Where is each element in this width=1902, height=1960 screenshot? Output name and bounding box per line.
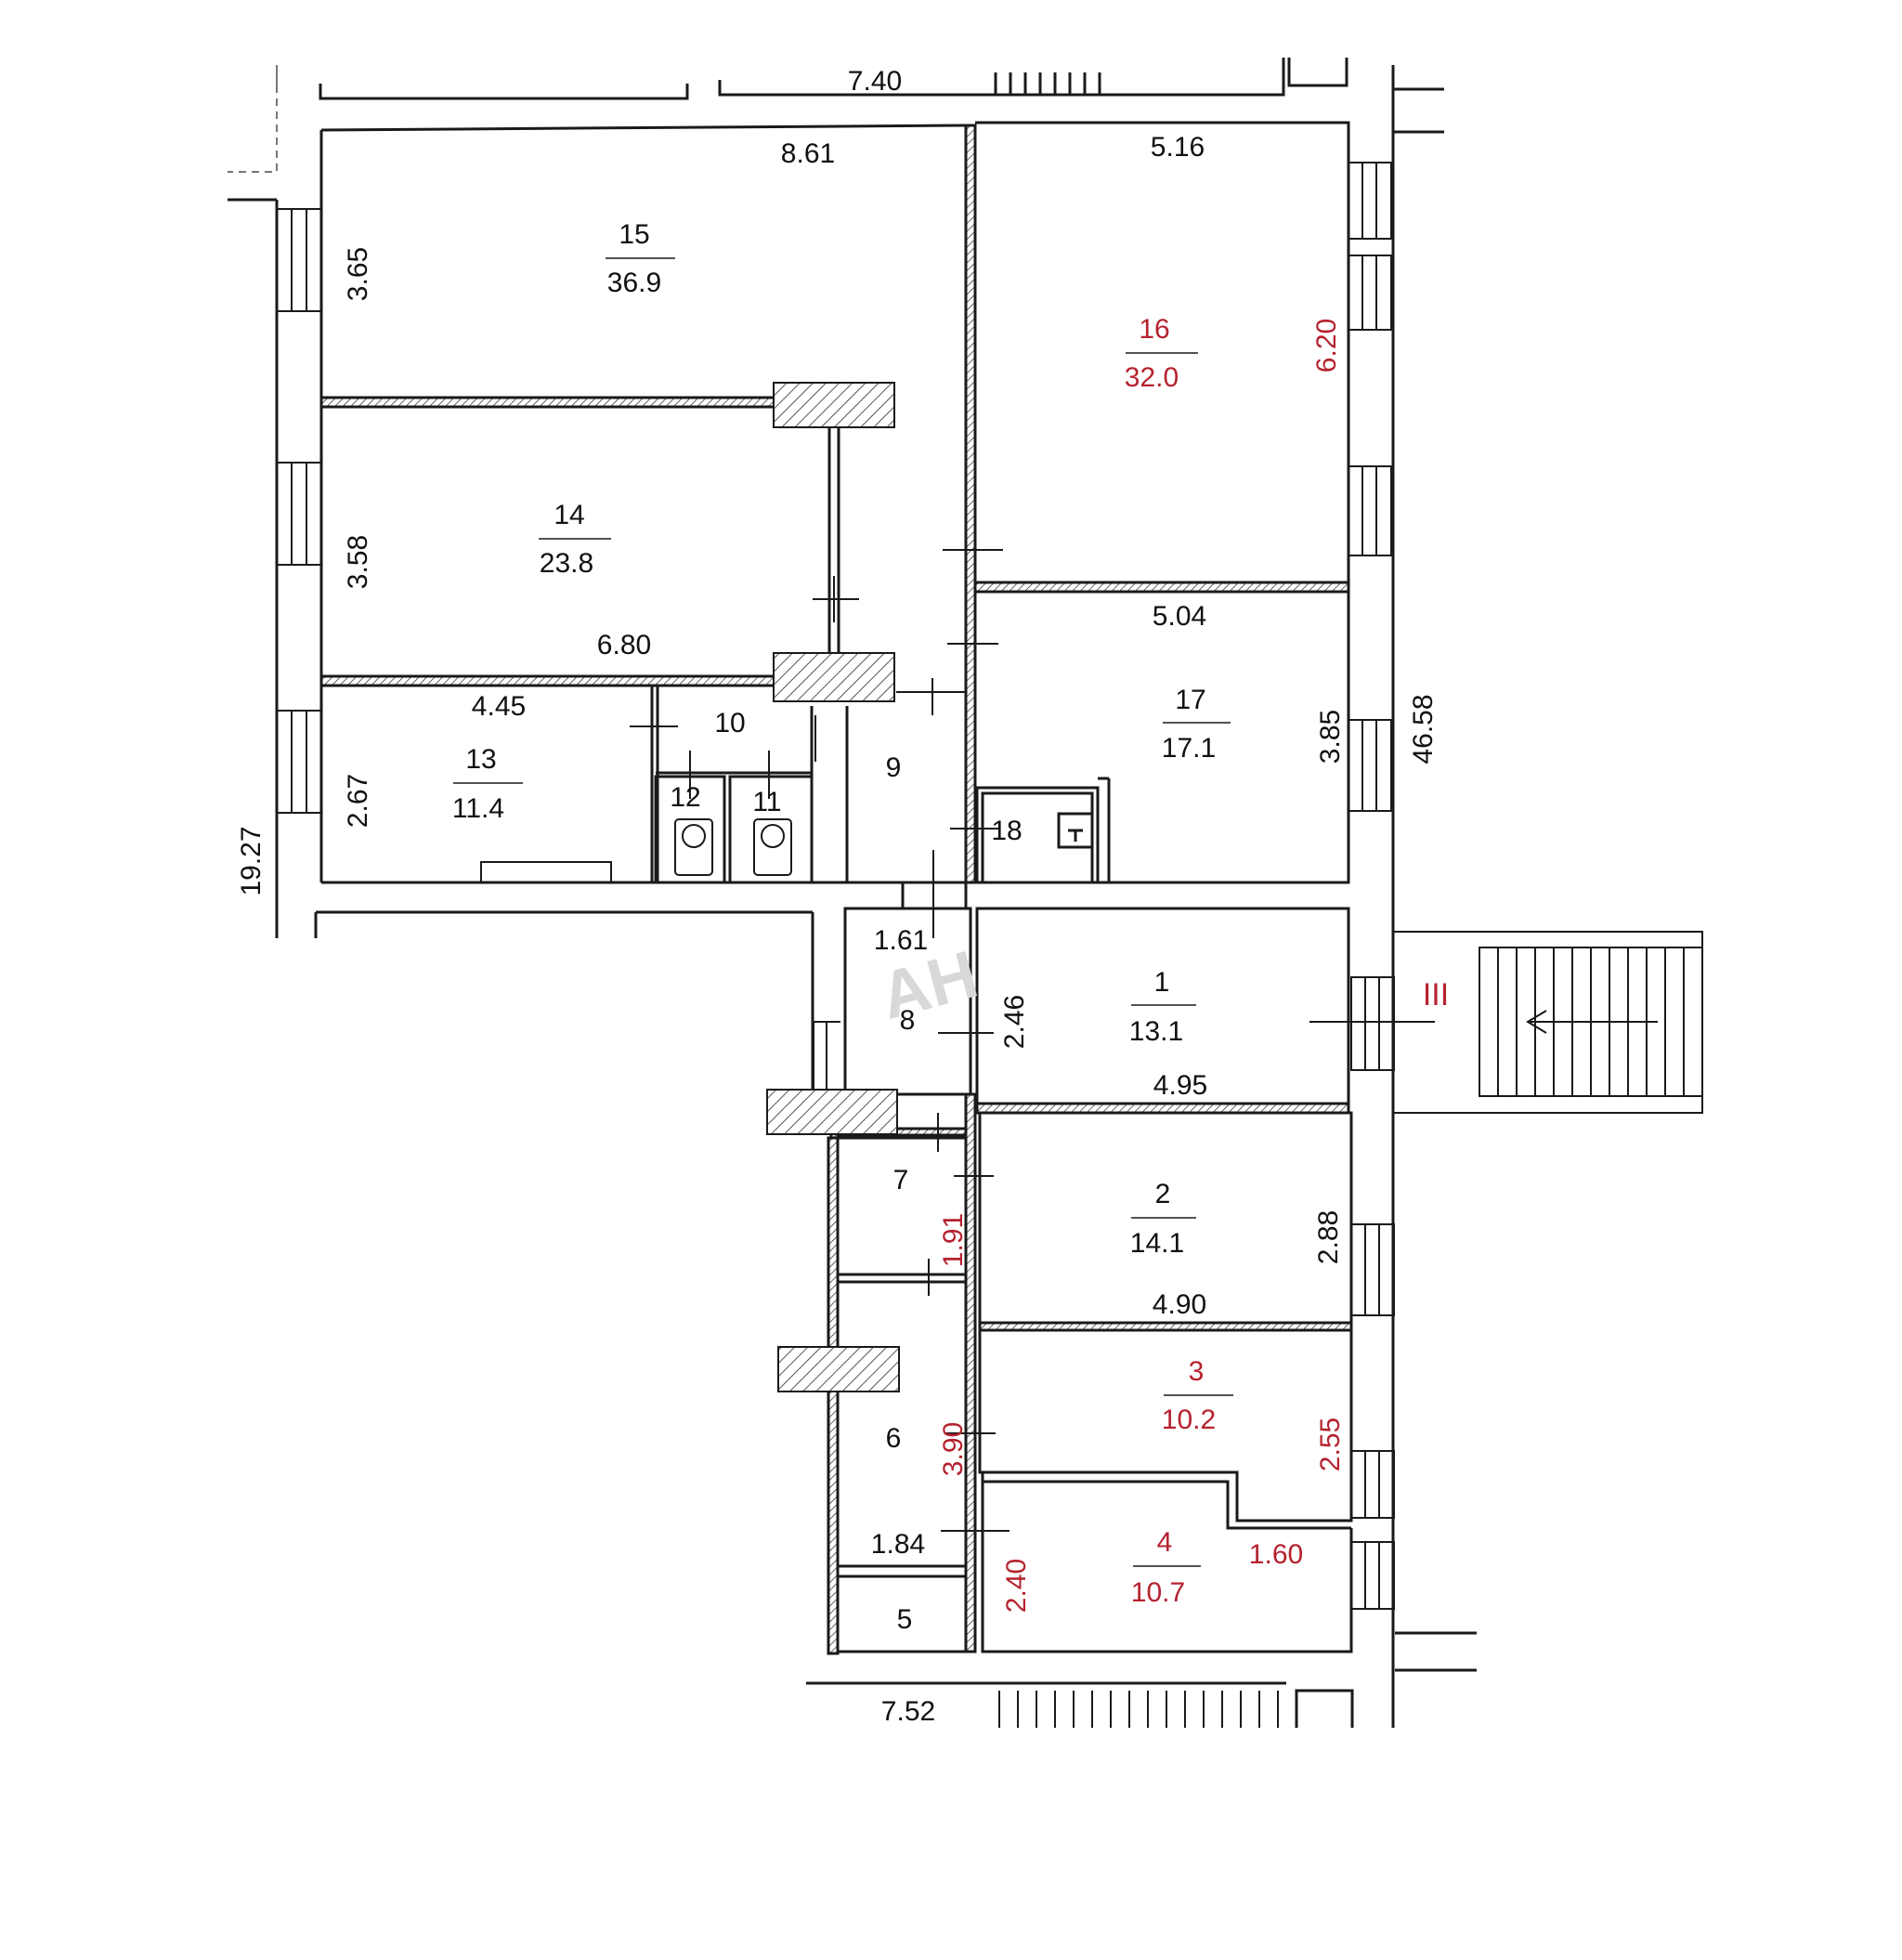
- room-13: 13 11.4: [452, 744, 523, 824]
- room-12: 12: [670, 782, 700, 813]
- room-number: 14: [554, 500, 584, 530]
- room-17: 17 17.1: [1162, 685, 1231, 764]
- room-area: 36.9: [607, 268, 661, 298]
- dim-8-height: 2.46: [999, 995, 1030, 1049]
- dim-bottom: 7.52: [881, 1696, 935, 1727]
- dim-2-width: 4.90: [1153, 1289, 1206, 1320]
- room-number: 1: [1154, 967, 1170, 998]
- room-number: 15: [619, 219, 649, 250]
- dim-13-height: 2.67: [343, 774, 373, 828]
- room-7: 7: [893, 1165, 909, 1196]
- room-1: 1 13.1: [1129, 967, 1196, 1047]
- dim-2-height: 2.88: [1313, 1210, 1344, 1264]
- dim-16-height: 6.20: [1311, 319, 1342, 372]
- dim-4-height: 2.40: [1001, 1559, 1032, 1613]
- dim-left-total: 19.27: [236, 826, 267, 895]
- room-area: 13.1: [1129, 1016, 1183, 1047]
- room-6: 6: [886, 1423, 902, 1454]
- room-4: 4 10.7: [1131, 1527, 1201, 1608]
- room-area: 11.4: [452, 793, 504, 824]
- door-marks: [630, 549, 1010, 1532]
- dim-top: 7.40: [848, 66, 902, 97]
- left-windows: [276, 208, 322, 814]
- dim-7-height: 1.91: [938, 1213, 969, 1267]
- room-area: 32.0: [1125, 362, 1179, 393]
- room-18: 18: [991, 816, 1022, 846]
- room-area: 23.8: [540, 548, 593, 579]
- dim-14-width: 6.80: [597, 630, 651, 660]
- dim-8-width: 1.61: [874, 925, 928, 956]
- room-2: 2 14.1: [1130, 1179, 1196, 1259]
- dim-13-width: 4.45: [472, 691, 526, 722]
- room-8: 8: [900, 1005, 916, 1036]
- room-number: 3: [1189, 1356, 1205, 1387]
- entrance-label: III: [1423, 977, 1449, 1013]
- room-5: 5: [897, 1604, 913, 1635]
- bottom-windows: [998, 1691, 1279, 1728]
- walls: [314, 121, 1477, 1728]
- room-9: 9: [886, 752, 902, 783]
- room-area: 10.7: [1131, 1577, 1185, 1608]
- room-number: 13: [465, 744, 496, 775]
- dim-15-width: 8.61: [781, 138, 835, 169]
- room-number: 4: [1157, 1527, 1173, 1558]
- right-windows: [813, 162, 1395, 1610]
- room-area: 10.2: [1162, 1405, 1216, 1435]
- dim-16-width: 5.16: [1151, 132, 1205, 163]
- room-area: 17.1: [1162, 733, 1216, 764]
- dim-15-height: 3.65: [343, 247, 373, 301]
- room-number: 16: [1139, 314, 1169, 345]
- room-labels: 15 36.9 14 23.8 16 32.0 17 17.1 13: [452, 219, 1233, 1635]
- room-14: 14 23.8: [539, 500, 611, 579]
- dim-1-width: 4.95: [1153, 1070, 1207, 1101]
- dim-14-height: 3.58: [343, 535, 373, 589]
- dim-6-width: 1.84: [871, 1529, 925, 1560]
- room-area: 14.1: [1130, 1228, 1184, 1259]
- room-10: 10: [714, 708, 745, 738]
- dim-4-width: 1.60: [1249, 1539, 1303, 1570]
- dim-3-height: 2.55: [1315, 1418, 1346, 1471]
- room-11: 11: [752, 787, 781, 817]
- room-16: 16 32.0: [1125, 314, 1198, 393]
- room-3: 3 10.2: [1162, 1356, 1233, 1435]
- dim-total-height: 46.58: [1408, 694, 1439, 764]
- radiator: [480, 861, 612, 883]
- dimension-labels: 7.40 8.61 3.65 5.16 6.20 3.58 6.80 5.04 …: [236, 66, 1439, 1727]
- dim-17-height: 3.85: [1315, 710, 1346, 764]
- dim-6-height: 3.90: [938, 1422, 969, 1476]
- room-number: 17: [1175, 685, 1205, 715]
- dim-17-width: 5.04: [1153, 601, 1206, 632]
- toilets: [674, 818, 792, 876]
- room-number: 2: [1155, 1179, 1171, 1209]
- room-15: 15 36.9: [606, 219, 675, 298]
- entrance-stair: [1309, 931, 1703, 1114]
- columns: [766, 382, 900, 1392]
